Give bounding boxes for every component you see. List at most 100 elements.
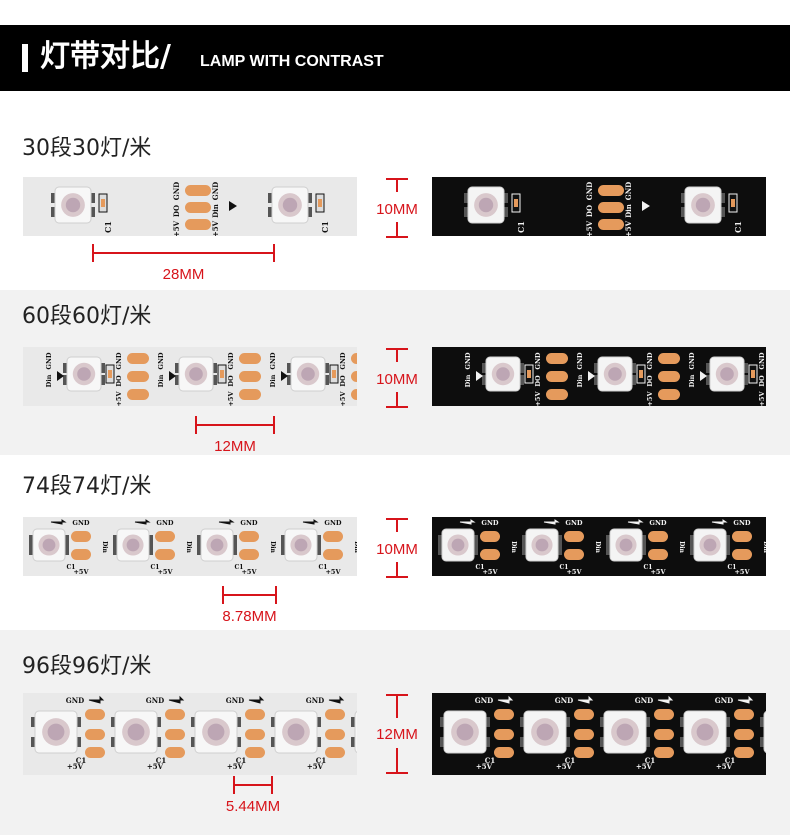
solder-pad <box>546 353 568 364</box>
solder-pad <box>85 709 105 720</box>
data-direction-arrow <box>302 519 319 525</box>
data-direction-arrow <box>229 201 237 211</box>
pcb-silkscreen-text: +5V <box>650 568 666 576</box>
solder-pad <box>239 371 261 382</box>
pcb-silkscreen-text: GND <box>211 182 220 200</box>
led-chip <box>126 538 140 552</box>
data-direction-arrow <box>543 519 560 525</box>
pcb-silkscreen-text: C1 <box>235 564 244 571</box>
solder-pad <box>185 202 211 213</box>
density-label: 96段96灯/米 <box>22 654 152 679</box>
pcb-silkscreen-text: C1 <box>728 564 737 571</box>
strip-graphics: GND+5VC1DinGND+5VC1DinGND+5VC1DinGND+5VC… <box>438 519 766 576</box>
capacitor-pad <box>332 370 336 378</box>
led-leg <box>760 737 766 747</box>
pcb-silkscreen-text: C1 <box>485 756 496 765</box>
pcb-silkscreen-text: C1 <box>725 756 736 765</box>
led-chip <box>127 723 145 741</box>
pcb-silkscreen-text: C1 <box>103 221 113 233</box>
pcb-silkscreen-text: Din <box>624 204 633 218</box>
pcb-silkscreen-text: Din <box>211 204 220 218</box>
pcb-silkscreen-text: +5V <box>227 391 235 406</box>
pcb-silkscreen-text: +5V <box>307 762 324 771</box>
pcb-silkscreen-text: C1 <box>151 564 160 571</box>
solder-pad <box>494 747 514 758</box>
height-value: 10MM <box>376 371 418 388</box>
pcb-silkscreen-text: GND <box>555 696 573 705</box>
pcb-silkscreen-text: DO <box>585 205 594 217</box>
led-chip <box>608 367 622 381</box>
led-chip <box>703 538 717 552</box>
pcb-silkscreen-text: DO <box>646 375 654 387</box>
pcb-silkscreen-text: GND <box>715 696 733 705</box>
pcb-silkscreen-text: +5V <box>646 391 654 406</box>
solder-pad <box>494 709 514 720</box>
solder-pad <box>351 353 357 364</box>
solder-pad <box>480 549 500 560</box>
pcb-silkscreen-text: Din <box>269 541 276 553</box>
height-value: 12MM <box>376 726 418 743</box>
led-chip <box>696 723 714 741</box>
pcb-silkscreen-text: GND <box>157 352 165 369</box>
led-chip <box>210 538 224 552</box>
solder-pad <box>654 729 674 740</box>
led-chip <box>456 723 474 741</box>
pcb-silkscreen-text: DO <box>227 375 235 387</box>
capacitor-pad <box>108 370 112 378</box>
pcb-silkscreen-text: C1 <box>565 756 576 765</box>
pcb-silkscreen-text: Din <box>157 374 165 387</box>
pcb-silkscreen-text: +5V <box>556 762 573 771</box>
led-leg <box>351 717 357 727</box>
led-chip <box>535 538 549 552</box>
density-label: 30段30灯/米 <box>22 136 152 161</box>
section-header: 灯带对比/ LAMP WITH CONTRAST <box>0 25 790 91</box>
pcb-silkscreen-text: GND <box>481 519 498 527</box>
solder-pad <box>185 219 211 230</box>
pcb-silkscreen-text: +5V <box>241 568 257 576</box>
pcb-silkscreen-text: GND <box>45 352 53 369</box>
height-value: 10MM <box>376 541 418 558</box>
pcb-silkscreen-text: Din <box>45 374 53 387</box>
solder-pad <box>734 729 754 740</box>
pcb-silkscreen-text: GND <box>115 352 123 369</box>
data-direction-arrow <box>218 519 235 525</box>
solder-pad <box>351 371 357 382</box>
pcb-silkscreen-text: +5V <box>339 391 347 406</box>
pcb-silkscreen-text: +5V <box>147 762 164 771</box>
pcb-silkscreen-text: GND <box>172 182 181 200</box>
pcb-silkscreen-text: +5V <box>73 568 89 576</box>
pcb-silkscreen-text: Din <box>353 541 357 553</box>
data-direction-arrow <box>134 519 151 525</box>
led-chip <box>282 197 298 213</box>
data-direction-arrow <box>657 695 674 704</box>
pcb-silkscreen-text: +5V <box>157 568 173 576</box>
solder-pad <box>734 747 754 758</box>
pcb-silkscreen-text: C1 <box>319 564 328 571</box>
pcb-silkscreen-text: +5V <box>716 762 733 771</box>
solder-pad <box>245 747 265 758</box>
pcb-silkscreen-text: GND <box>635 696 653 705</box>
pitch-value: 8.78MM <box>222 608 277 625</box>
pcb-silkscreen-text: DO <box>339 375 347 387</box>
data-direction-arrow <box>700 371 707 381</box>
header-title: 灯带对比/ <box>40 39 171 74</box>
pcb-silkscreen-text: GND <box>624 182 633 200</box>
solder-pad <box>654 709 674 720</box>
pcb-silkscreen-text: Din <box>101 541 108 553</box>
data-direction-arrow <box>588 371 595 381</box>
pcb-silkscreen-text: GND <box>72 519 89 527</box>
data-direction-arrow <box>711 519 728 525</box>
pcb-silkscreen-text: +5V <box>734 568 750 576</box>
solder-pad <box>734 709 754 720</box>
data-direction-arrow <box>459 519 476 525</box>
pcb-silkscreen-text: GND <box>324 519 341 527</box>
led-chip <box>301 367 315 381</box>
pcb-silkscreen-text: GND <box>688 352 696 369</box>
solder-pad <box>574 709 594 720</box>
pcb-silkscreen-text: GND <box>534 352 542 369</box>
data-direction-arrow <box>577 695 594 704</box>
height-measure: 10MM <box>374 518 434 578</box>
